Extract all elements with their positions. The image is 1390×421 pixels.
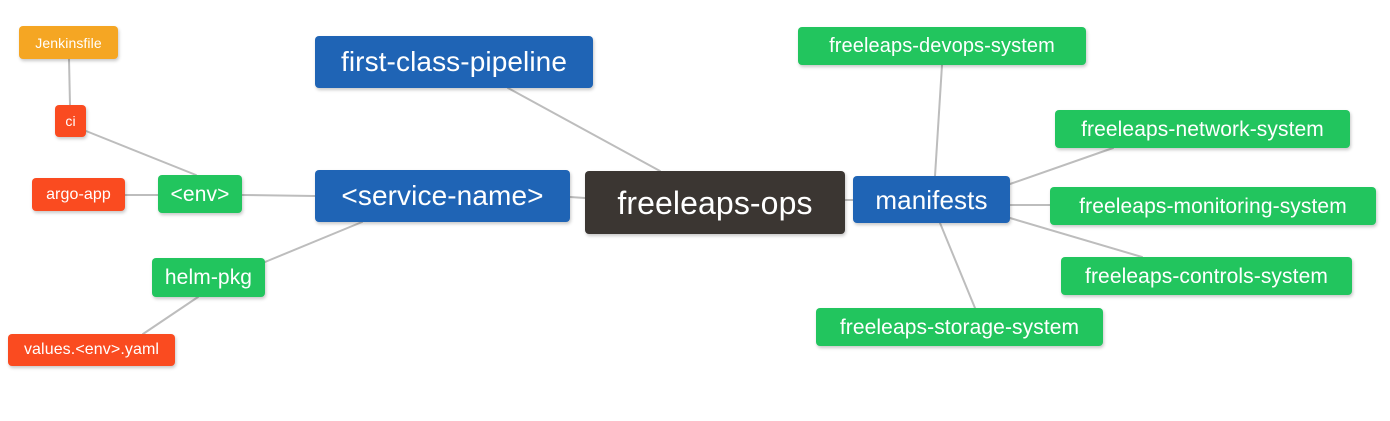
node-freeleaps-monitoring-system[interactable]: freeleaps-monitoring-system: [1050, 187, 1376, 225]
node-label-freeleaps-ops: freeleaps-ops: [617, 184, 813, 221]
node-label-freeleaps-storage-system: freeleaps-storage-system: [839, 315, 1080, 339]
edge-manifests-to-freeleaps-network-system: [1009, 147, 1114, 185]
node-env[interactable]: <env>: [158, 175, 242, 213]
node-helm-pkg[interactable]: helm-pkg: [152, 258, 265, 297]
node-label-helm-pkg: helm-pkg: [164, 266, 253, 289]
edge-env-to-service-name: [241, 194, 316, 197]
node-freeleaps-ops[interactable]: freeleaps-ops: [585, 171, 845, 234]
edge-jenkinsfile-to-ci: [68, 58, 71, 106]
node-label-freeleaps-monitoring-system: freeleaps-monitoring-system: [1079, 194, 1347, 218]
edge-helm-pkg-to-values-yaml: [142, 296, 199, 335]
edge-ci-to-env: [85, 130, 197, 176]
edge-service-name-to-helm-pkg: [264, 221, 363, 263]
node-values-yaml[interactable]: values.<env>.yaml: [8, 334, 175, 366]
node-freeleaps-storage-system[interactable]: freeleaps-storage-system: [816, 308, 1103, 346]
node-ci[interactable]: ci: [55, 105, 86, 137]
node-manifests[interactable]: manifests: [853, 176, 1010, 223]
node-label-env: <env>: [170, 182, 230, 206]
node-label-argo-app: argo-app: [46, 185, 111, 203]
node-label-service-name: <service-name>: [341, 180, 544, 211]
edge-service-name-to-freeleaps-ops: [569, 196, 586, 199]
node-label-freeleaps-controls-system: freeleaps-controls-system: [1085, 264, 1328, 288]
node-first-class-pipeline[interactable]: first-class-pipeline: [315, 36, 593, 88]
node-label-values-yaml: values.<env>.yaml: [23, 341, 160, 358]
node-label-jenkinsfile: Jenkinsfile: [35, 34, 102, 51]
node-label-freeleaps-devops-system: freeleaps-devops-system: [829, 35, 1055, 57]
node-freeleaps-controls-system[interactable]: freeleaps-controls-system: [1061, 257, 1352, 295]
node-argo-app[interactable]: argo-app: [32, 178, 125, 211]
node-label-freeleaps-network-system: freeleaps-network-system: [1081, 117, 1324, 141]
edge-manifests-to-freeleaps-devops-system: [934, 64, 943, 177]
node-label-first-class-pipeline: first-class-pipeline: [340, 46, 568, 77]
node-jenkinsfile[interactable]: Jenkinsfile: [19, 26, 118, 59]
node-label-manifests: manifests: [875, 184, 988, 215]
edge-manifests-to-freeleaps-storage-system: [939, 222, 976, 309]
node-service-name[interactable]: <service-name>: [315, 170, 570, 222]
node-label-ci: ci: [65, 113, 76, 129]
edge-first-class-pipeline-to-freeleaps-ops: [507, 87, 661, 172]
node-freeleaps-devops-system[interactable]: freeleaps-devops-system: [798, 27, 1086, 65]
node-freeleaps-network-system[interactable]: freeleaps-network-system: [1055, 110, 1350, 148]
